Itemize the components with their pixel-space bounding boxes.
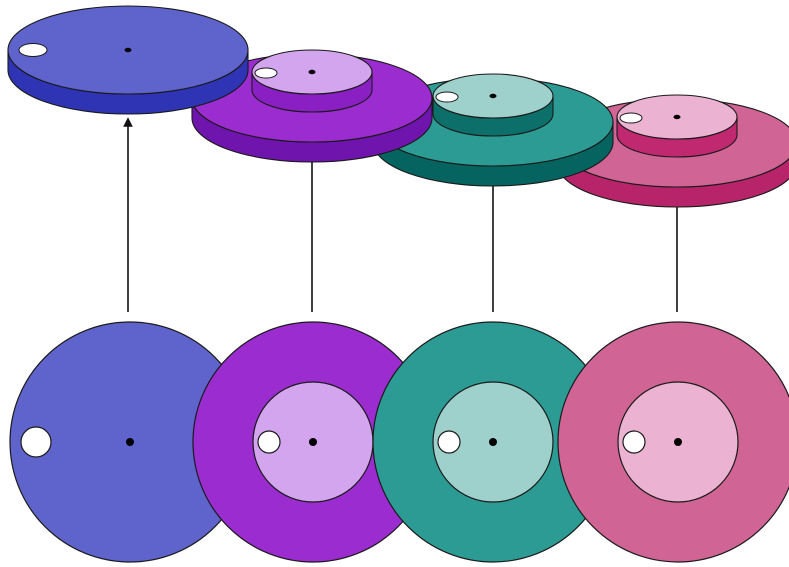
disc-3-bottom: [372, 321, 614, 563]
hole: [437, 430, 461, 454]
arrows: [123, 117, 682, 312]
center-dot: [673, 114, 681, 120]
hole: [622, 430, 646, 454]
hole: [257, 430, 281, 454]
center-dot: [489, 93, 497, 99]
disc-2-bottom: [192, 321, 434, 563]
disc-4-top: [556, 94, 789, 208]
center-dot: [309, 438, 317, 446]
center-dot: [674, 438, 682, 446]
hole: [18, 43, 48, 57]
top-row-discs: [7, 5, 789, 208]
hole: [20, 426, 52, 458]
center-dot: [126, 438, 134, 446]
bottom-row-discs: [9, 321, 789, 563]
center-dot: [124, 47, 132, 53]
disc-4-bottom: [557, 321, 789, 563]
hole: [254, 67, 278, 79]
center-dot: [308, 69, 316, 75]
disc-2-top: [191, 49, 433, 163]
disc-1-top: [7, 5, 249, 115]
hole: [435, 91, 459, 103]
hole: [619, 112, 643, 124]
center-dot: [489, 438, 497, 446]
disc-3-top: [372, 73, 614, 187]
